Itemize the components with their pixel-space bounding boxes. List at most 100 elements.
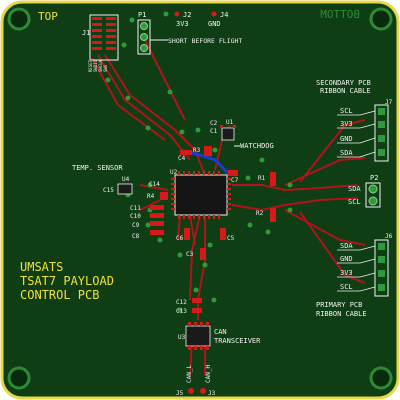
j4-label: J4 (220, 11, 228, 19)
via (179, 129, 185, 135)
u3-chip (185, 325, 211, 347)
j1-pad-row (89, 14, 119, 61)
c10-label: C10 (130, 213, 141, 220)
c7-label: C7 (231, 177, 239, 184)
c8-label: C8 (132, 233, 140, 240)
j1-pin-reset: RESET (88, 59, 93, 72)
j7-pin-3v3: 3V3 (340, 120, 353, 128)
u1-chip (221, 127, 235, 141)
c15-label: C15 (103, 187, 114, 194)
board-title-line2: TSAT7 PAYLOAD (20, 274, 114, 288)
via (167, 89, 173, 95)
c5-label: C5 (227, 235, 235, 242)
c14-label: C14 (149, 181, 160, 188)
j4-rail-gnd: GND (208, 20, 221, 28)
mcu-chip (174, 174, 228, 216)
c9-label: C9 (132, 222, 140, 229)
via (195, 127, 201, 133)
p1-pin-1 (140, 22, 148, 30)
u4-chip (117, 183, 133, 195)
p2-pin-scl: SCL (348, 198, 361, 206)
can-label-2: TRANSCEIVER (214, 337, 261, 345)
j6-label: J6 (385, 233, 393, 240)
secondary-heading-2: RIBBON CABLE (320, 87, 371, 95)
j1-pin-swo: SWO (103, 64, 108, 72)
mcu-block: U2 C14 R4 C11 C10 C9 C8 C6 C5 C3 C7 R1 R… (130, 169, 276, 260)
j3-pad (200, 388, 206, 394)
via (121, 42, 127, 48)
via (193, 287, 199, 293)
mounting-hole-top-right (369, 7, 393, 31)
board-title-line1: UMSATS (20, 260, 63, 274)
can-block: C12 C13 U3 CAN TRANSCEIVER CAN_L CAN_H J… (176, 298, 261, 397)
c11-label: C11 (130, 205, 141, 212)
via (259, 157, 265, 163)
j1-label: J1 (82, 29, 90, 37)
j7-pins: SCL 3V3 GND SDA (337, 107, 385, 158)
via (202, 262, 208, 268)
j6-pin-3v3: 3V3 (340, 269, 353, 277)
c4-part (180, 150, 192, 155)
via (145, 125, 151, 131)
p2-connector (365, 182, 381, 208)
via (245, 175, 251, 181)
bottom-label: BOTTOM (320, 8, 360, 21)
can-l-label: CAN_L (186, 365, 193, 383)
u1-label: U1 (226, 119, 234, 126)
vias (105, 11, 293, 313)
short-note-label: SHORT BEFORE FLIGHT (168, 37, 242, 45)
via (145, 222, 151, 228)
via (287, 207, 293, 213)
r4-label: R4 (147, 193, 155, 200)
via (125, 95, 131, 101)
p1-label: P1 (138, 11, 146, 19)
primary-heading-1: PRIMARY PCB (316, 301, 362, 309)
c13-label: C13 (176, 308, 187, 315)
watchdog-block: C2 C1 U1 WATCHDOG R3 C4 (178, 119, 274, 162)
j1-pin-swdio: SWDIO (93, 59, 98, 72)
j6-pin-scl: SCL (340, 283, 353, 291)
can-label-1: CAN (214, 328, 227, 336)
u2-label: U2 (170, 169, 178, 176)
j1-header: J1 RESET SWDIO SWCLK SWO (82, 14, 119, 72)
temp-sensor-label: TEMP. SENSOR (72, 164, 123, 172)
j6-pin-gnd: GND (340, 255, 353, 263)
j7-pin-gnd: GND (340, 135, 353, 143)
secondary-heading-1: SECONDARY PCB (316, 79, 371, 87)
r3-part (204, 146, 212, 156)
mounting-hole-top-left (7, 7, 31, 31)
j7-pin-sda: SDA (340, 149, 353, 157)
via (212, 147, 218, 153)
p2-label: P2 (370, 174, 378, 182)
via (211, 297, 217, 303)
j3-label: J3 (208, 390, 216, 397)
via (157, 237, 163, 243)
can-h-label: CAN_H (205, 365, 212, 383)
c12-label: C12 (176, 299, 187, 306)
via (147, 182, 153, 188)
via (265, 229, 271, 235)
c1-label: C1 (210, 128, 218, 135)
j1-pin-swclk: SWCLK (98, 59, 103, 72)
via (177, 252, 183, 258)
mounting-hole-bottom-right (369, 366, 393, 390)
r2-part (270, 208, 276, 222)
j6-connector (374, 239, 389, 297)
u4-label: U4 (122, 176, 130, 183)
j4-pad (211, 11, 217, 17)
j5-label: J5 (176, 390, 184, 397)
via (163, 11, 169, 17)
c2-label: C2 (210, 120, 218, 127)
mounting-holes (7, 7, 393, 390)
p1-pin-2 (140, 33, 148, 41)
j6-pin-sda: SDA (340, 242, 353, 250)
j7-pin-scl: SCL (340, 107, 353, 115)
r4-part (160, 192, 168, 200)
j2-pad (174, 11, 180, 17)
top-label: TOP (38, 10, 58, 23)
p1-header (137, 19, 151, 55)
via (105, 77, 111, 83)
p1-pin-3 (140, 44, 148, 52)
board-title-line3: CONTROL PCB (20, 288, 99, 302)
watchdog-label: WATCHDOG (240, 142, 274, 150)
